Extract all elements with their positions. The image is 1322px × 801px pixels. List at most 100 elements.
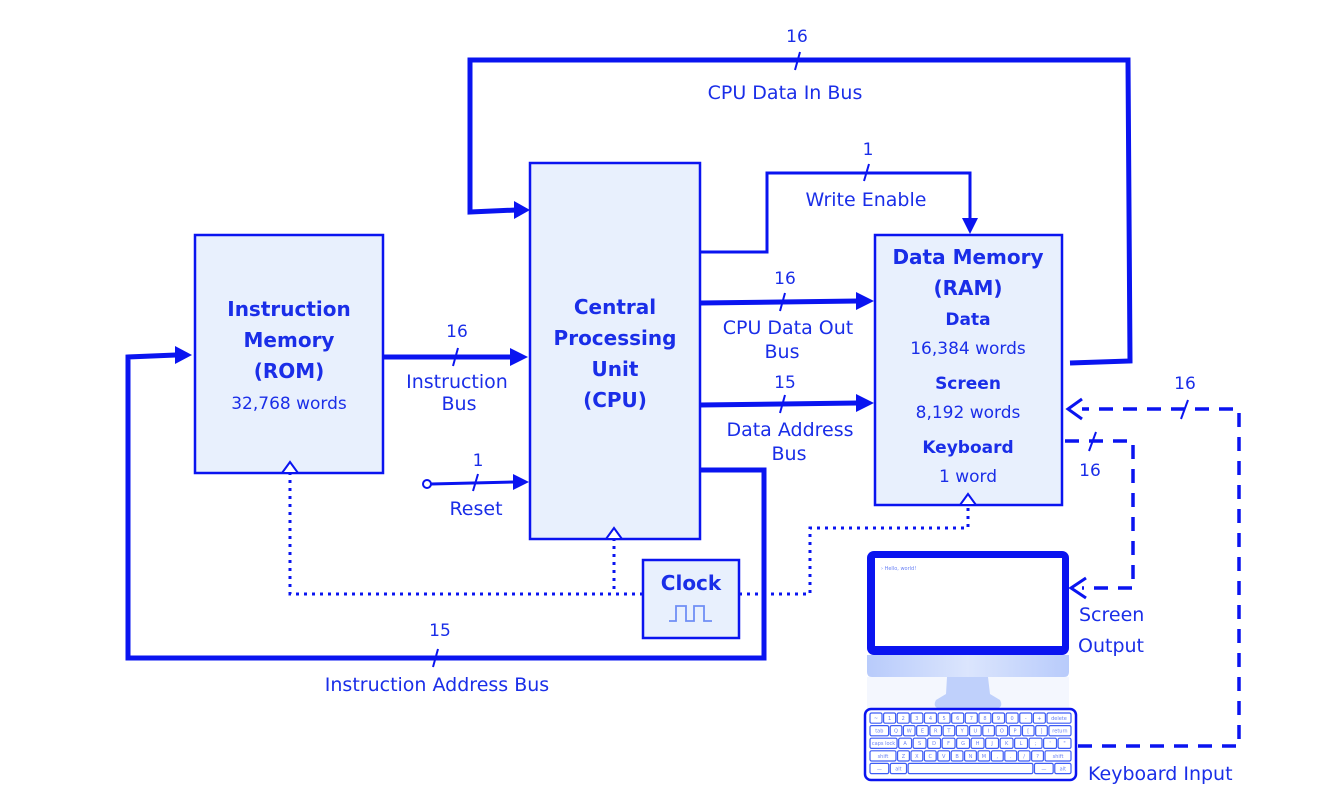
keyboard-key[interactable] [963, 750, 978, 762]
keyboard-input-line: 16 [1065, 374, 1241, 748]
keyboard-key-label: alt [895, 766, 901, 772]
keyboard-key[interactable] [910, 750, 924, 762]
keyboard-key[interactable] [1046, 712, 1072, 724]
keyboard-key[interactable] [991, 712, 1006, 724]
arrow-icon [1068, 576, 1087, 600]
keyboard-key[interactable] [869, 724, 890, 737]
keyboard-key-label: H [976, 741, 980, 747]
keyboard-key[interactable] [898, 737, 913, 750]
keyboard-key[interactable] [956, 737, 971, 750]
keyboard-key-label: 8 [983, 716, 986, 722]
clock[interactable]: Clock [641, 558, 741, 640]
keyboard-key[interactable] [923, 712, 938, 724]
keyboard-key-label: ' [1049, 741, 1050, 747]
keyboard-key-label: ? [1036, 754, 1039, 760]
keyboard-key[interactable] [910, 712, 924, 724]
keyboard-key[interactable] [942, 724, 956, 737]
central-processing-unit[interactable]: Central Processing Unit (CPU) [528, 161, 702, 541]
keyboard-key[interactable] [929, 724, 943, 737]
keyboard-key-label: ] [1041, 729, 1043, 735]
keyboard-key[interactable] [978, 712, 992, 724]
keyboard-key[interactable] [907, 762, 1034, 775]
keyboard-key[interactable] [999, 737, 1014, 750]
keyboard-key[interactable] [982, 724, 996, 737]
instruction-address-label: Instruction Address Bus [325, 674, 549, 696]
keyboard-key[interactable] [883, 712, 897, 724]
keyboard-key[interactable] [951, 712, 965, 724]
keyboard-key[interactable] [869, 712, 883, 724]
keyboard-key[interactable] [869, 762, 890, 775]
arrow-icon [1065, 397, 1083, 421]
keyboard-key[interactable] [1014, 737, 1029, 750]
keyboard-key[interactable] [950, 750, 964, 762]
keyboard-key[interactable] [927, 737, 942, 750]
keyboard-key[interactable] [1019, 712, 1033, 724]
keyboard-key[interactable] [937, 750, 951, 762]
cpu-data-in-bus: 16 CPU Data In Bus [467, 27, 1133, 366]
keyboard-key[interactable] [1033, 762, 1054, 775]
keyboard-key[interactable] [970, 737, 985, 750]
keyboard-key[interactable] [955, 724, 969, 737]
screen-text: › Hello, world! [881, 566, 916, 572]
keyboard-key[interactable] [916, 724, 929, 737]
keyboard-key[interactable] [869, 737, 898, 750]
keyboard-key[interactable] [985, 737, 1000, 750]
ram-keyboard-section: Keyboard [922, 438, 1013, 458]
keyboard-key[interactable] [869, 750, 897, 762]
keyboard-key[interactable] [1031, 750, 1045, 762]
keyboard-key-label: F [947, 741, 950, 747]
reset-line[interactable]: 1 Reset [422, 451, 529, 520]
keyboard-key-label: return [1052, 729, 1067, 735]
data-memory-ram[interactable]: Data Memory (RAM) Data 16,384 words Scre… [873, 233, 1064, 507]
keyboard-key[interactable] [995, 724, 1009, 737]
keyboard-key[interactable] [1004, 750, 1018, 762]
keyboard-key[interactable] [1044, 750, 1072, 762]
keyboard-key-label: J [990, 741, 992, 747]
keyboard-key-label: M [982, 754, 986, 760]
keyboard-key-label: V [942, 754, 946, 760]
reset-input-terminal[interactable] [422, 479, 432, 489]
keyboard-key[interactable] [1035, 724, 1048, 737]
keyboard-key-label: C [929, 754, 933, 760]
keyboard-key[interactable] [968, 724, 982, 737]
keyboard-key[interactable] [941, 737, 956, 750]
keyboard-key[interactable] [1008, 724, 1022, 737]
keyboard-key[interactable] [912, 737, 927, 750]
keyboard-key[interactable] [1054, 762, 1072, 775]
keyboard-key[interactable] [1057, 737, 1072, 750]
keyboard-key[interactable] [990, 750, 1004, 762]
keyboard-key[interactable] [964, 712, 978, 724]
keyboard-key[interactable] [889, 724, 903, 737]
cpu-title-4: (CPU) [583, 388, 647, 412]
rom-size: 32,768 words [231, 394, 347, 414]
keyboard-key[interactable] [1028, 737, 1043, 750]
keyboard-key[interactable] [977, 750, 991, 762]
instruction-memory-rom[interactable]: Instruction Memory (ROM) 32,768 words [193, 233, 385, 475]
keyboard-input-width: 16 [1174, 374, 1196, 394]
keyboard-key[interactable] [902, 724, 916, 737]
keyboard-key-label: — [1041, 766, 1046, 772]
keyboard-key[interactable] [1021, 724, 1035, 737]
keyboard-key[interactable] [937, 712, 951, 724]
ram-keyboard-size: 1 word [939, 467, 997, 487]
keyboard-key[interactable] [889, 762, 908, 775]
keyboard-key[interactable] [923, 750, 937, 762]
keyboard-key[interactable] [1005, 712, 1019, 724]
keyboard-key-label: shift [878, 754, 889, 760]
arrow-icon [856, 394, 874, 412]
keyboard-key[interactable] [1043, 737, 1058, 750]
keyboard-key-label: - [1025, 716, 1027, 722]
keyboard-key-label: Z [902, 754, 906, 760]
keyboard-key[interactable] [1048, 724, 1072, 737]
instruction-bus-width: 16 [446, 322, 468, 342]
data-address-label-1: Data Address [726, 419, 853, 441]
data-address-width: 15 [774, 373, 796, 393]
keyboard-key[interactable] [896, 750, 910, 762]
keyboard-key-label: — [877, 766, 882, 772]
keyboard-key[interactable] [896, 712, 910, 724]
keyboard-key-label: D [932, 741, 936, 747]
keyboard-key[interactable] [1032, 712, 1046, 724]
keyboard-key[interactable] [1017, 750, 1031, 762]
